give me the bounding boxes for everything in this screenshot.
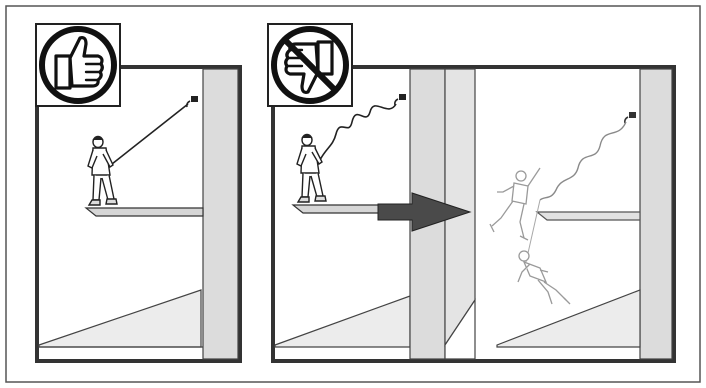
thumbs-down-prohibited-icon <box>267 23 353 107</box>
platform <box>84 207 204 217</box>
transition-arrow <box>377 192 472 232</box>
thumbs-up-icon <box>35 23 121 107</box>
falling-worker-figure <box>517 250 571 305</box>
worker-figure <box>87 135 118 206</box>
panel-correct <box>35 65 242 363</box>
platform-right <box>535 211 641 221</box>
anchor-icon <box>186 96 198 108</box>
anchor-icon <box>624 112 636 124</box>
slack-lanyard <box>539 121 627 201</box>
lower-floor-right <box>496 289 641 348</box>
slack-lanyard <box>319 103 397 161</box>
falling-worker-figure <box>489 167 541 241</box>
panel-incorrect <box>271 65 676 363</box>
worker-figure <box>296 133 327 203</box>
taut-lanyard <box>111 103 189 165</box>
wall <box>202 68 239 360</box>
wall-right <box>639 68 673 360</box>
